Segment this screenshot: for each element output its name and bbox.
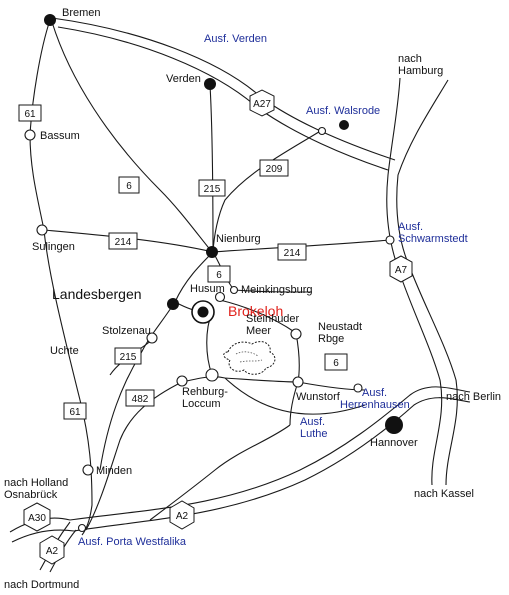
ausf-schwarmstedt-label-line-2: Schwarmstedt: [398, 233, 468, 245]
bassum-label: Bassum: [40, 130, 80, 142]
hannover-label: Hannover: [370, 437, 418, 449]
nienburg-marker: [206, 246, 218, 258]
stolzenau-label: Stolzenau: [102, 325, 151, 337]
nach-dortmund-label: nach Dortmund: [4, 579, 79, 591]
neustadt-label-line-2: Rbge: [318, 333, 344, 345]
road-sign-215-north-label: 215: [204, 184, 221, 195]
ausf-luthe-label: Ausf. Luthe: [300, 416, 328, 440]
motorway-shield-a2-west: A2: [39, 535, 65, 565]
road-sign-482-label: 482: [132, 394, 149, 405]
sulingen-marker: [36, 224, 48, 236]
stolzenau-marker: [146, 332, 158, 344]
landesbergen-label: Landesbergen: [52, 286, 142, 302]
verden-marker: [204, 78, 216, 90]
road-sign-6-neustadt-label: 6: [333, 358, 339, 369]
ausf-herrenhausen-label: Ausf. Herrenhausen: [340, 387, 410, 411]
schwarmstedt-exit-marker: [385, 235, 395, 245]
wunstorf-label: Wunstorf: [296, 391, 341, 403]
brokeloh-label: Brokeloh: [228, 303, 283, 319]
steinhuder-meer-label: Steinhuder Meer: [246, 313, 302, 337]
nach-holland-label-line-2: Osnabrück: [4, 489, 58, 501]
hannover-marker: [385, 416, 403, 434]
ausf-luthe-label-line-2: Luthe: [300, 428, 328, 440]
motorway-shield-a2-west-label: A2: [46, 546, 59, 557]
nienburg-label: Nienburg: [216, 233, 261, 245]
steinhuder-meer-label-line-2: Meer: [246, 325, 271, 337]
ausf-schwarmstedt-label: Ausf. Schwarmstedt: [398, 221, 468, 245]
ausf-luthe-label-line-1: Ausf.: [300, 416, 325, 428]
sulingen-label: Sulingen: [32, 241, 75, 253]
verden-label: Verden: [166, 73, 201, 85]
motorway-shield-a2-east: A2: [169, 500, 195, 530]
bremen-marker: [44, 14, 56, 26]
steinhuder-meer-lake: [223, 341, 276, 375]
road-sign-6-north-label: 6: [126, 181, 132, 192]
husum-marker: [214, 291, 226, 303]
road-sign-215-north: 215: [198, 179, 226, 197]
road-sign-6-nienburg-label: 6: [216, 270, 222, 281]
road-sign-61-north-label: 61: [24, 109, 36, 120]
minden-label: Minden: [96, 465, 132, 477]
road-sign-214-east: 214: [277, 243, 307, 261]
rehburg-loccum-label-line-1: Rehburg-: [182, 386, 228, 398]
motorway-shield-a30: A30: [23, 502, 51, 532]
walsrode-marker: [339, 120, 349, 130]
nach-hamburg-label-line-1: nach: [398, 53, 422, 65]
landesbergen-marker: [167, 298, 179, 310]
motorway-shield-a2-east-label: A2: [176, 511, 189, 522]
neustadt-marker: [290, 328, 302, 340]
bassum-marker: [24, 129, 36, 141]
husum-label: Husum: [190, 283, 225, 295]
road-sign-6-neustadt: 6: [324, 353, 348, 371]
meinkingsburg-label: Meinkingsburg: [241, 284, 313, 296]
nach-holland-osnabrueck-label: nach Holland Osnabrück: [4, 477, 71, 501]
motorway-shield-a7-label: A7: [395, 265, 408, 276]
ausf-verden-label: Ausf. Verden: [204, 33, 267, 45]
nach-kassel-label: nach Kassel: [414, 488, 474, 500]
road-sign-482: 482: [125, 389, 155, 407]
uchte-label: Uchte: [50, 345, 79, 357]
meinkingsburg-marker: [229, 285, 239, 295]
brokeloh-marker: [191, 300, 215, 324]
nach-hamburg-label-line-2: Hamburg: [398, 65, 443, 77]
motorway-shield-a7: A7: [389, 255, 413, 283]
nach-berlin-label: nach Berlin: [446, 391, 501, 403]
road-sign-61-north: 61: [18, 104, 42, 122]
nach-holland-label-line-1: nach Holland: [4, 477, 68, 489]
minden-marker: [82, 464, 94, 476]
ausf-walsrode-label: Ausf. Walsrode: [306, 105, 380, 117]
neustadt-label: Neustadt Rbge: [318, 321, 365, 345]
road-sign-209-label: 209: [266, 164, 283, 175]
road-sign-6-north: 6: [118, 176, 140, 194]
road-sign-215-south-label: 215: [120, 352, 137, 363]
steinhuder-meer-label-line-1: Steinhuder: [246, 313, 300, 325]
motorway-shield-a27: A27: [249, 89, 275, 117]
ausf-herrenhausen-label-line-1: Ausf.: [362, 387, 387, 399]
bremen-label: Bremen: [62, 7, 101, 19]
road-sign-61-south: 61: [63, 402, 87, 420]
road-sign-209: 209: [259, 159, 289, 177]
neustadt-label-line-1: Neustadt: [318, 321, 362, 333]
ausf-schwarmstedt-label-line-1: Ausf.: [398, 221, 423, 233]
rehburg-marker: [176, 375, 188, 387]
rehburg-loccum-label: Rehburg- Loccum: [182, 386, 231, 410]
motorway-shield-a27-label: A27: [253, 99, 271, 110]
porta-exit-marker: [77, 523, 87, 533]
rehburg-loccum-label-line-2: Loccum: [182, 398, 221, 410]
ausf-herrenhausen-label-line-2: Herrenhausen: [340, 399, 410, 411]
loccum-marker: [205, 368, 219, 382]
road-sign-215-south: 215: [114, 347, 142, 365]
road-sign-214-west-label: 214: [115, 237, 132, 248]
road-sign-214-east-label: 214: [284, 248, 301, 259]
herrenhausen-exit-marker: [353, 383, 363, 393]
road-sign-61-south-label: 61: [69, 407, 81, 418]
walsrode-exit-marker: [317, 126, 327, 136]
road-sign-6-nienburg: 6: [207, 265, 231, 283]
nach-hamburg-label: nach Hamburg: [398, 53, 443, 77]
wunstorf-marker: [292, 376, 304, 388]
motorway-shield-a30-label: A30: [28, 513, 46, 524]
road-sign-214-west: 214: [108, 232, 138, 250]
ausf-porta-westfalika-label: Ausf. Porta Westfalika: [78, 536, 187, 548]
